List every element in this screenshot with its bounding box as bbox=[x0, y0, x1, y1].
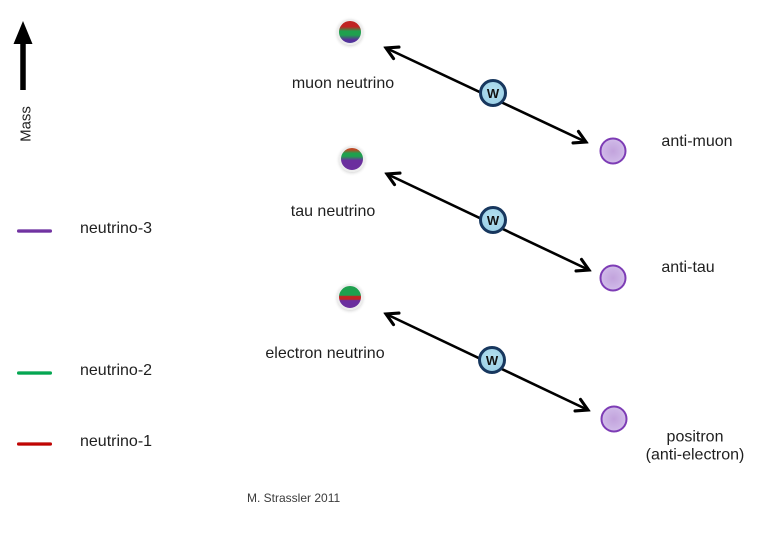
anti-muon-particle bbox=[599, 137, 627, 165]
electron-neutrino-particle bbox=[337, 284, 363, 310]
legend-label-neutrino-2: neutrino-2 bbox=[80, 361, 153, 379]
w-boson-electron: W bbox=[478, 346, 506, 374]
electron-neutrino-label: electron neutrino bbox=[265, 344, 385, 362]
mass-axis-label: Mass bbox=[17, 106, 35, 142]
w-boson-electron-letter: W bbox=[485, 352, 499, 368]
muon-neutrino-label: muon neutrino bbox=[291, 74, 395, 92]
w-boson-muon-letter: W bbox=[486, 85, 500, 101]
anti-tau-particle bbox=[599, 264, 627, 292]
anti-muon-label: anti-muon bbox=[661, 132, 733, 150]
w-boson-tau-letter: W bbox=[486, 212, 500, 228]
w-boson-tau: W bbox=[479, 206, 507, 234]
legend-label-neutrino-1: neutrino-1 bbox=[80, 432, 153, 450]
tau-neutrino-particle bbox=[339, 146, 365, 172]
mass-axis-arrow bbox=[13, 21, 33, 90]
positron-label: positron (anti-electron) bbox=[646, 429, 745, 466]
legend-label-neutrino-3: neutrino-3 bbox=[80, 219, 153, 237]
muon-neutrino-particle bbox=[337, 19, 363, 45]
positron-particle bbox=[600, 405, 628, 433]
legend-swatch-neutrino-1 bbox=[17, 442, 52, 446]
legend-swatch-neutrino-2 bbox=[17, 371, 52, 375]
positron-label-line1: positron bbox=[666, 428, 724, 446]
w-boson-muon: W bbox=[479, 79, 507, 107]
credit-text: M. Strassler 2011 bbox=[247, 491, 341, 505]
tau-neutrino-label: tau neutrino bbox=[290, 202, 376, 220]
positron-label-line2: (anti-electron) bbox=[645, 447, 745, 464]
legend-swatch-neutrino-3 bbox=[17, 229, 52, 233]
anti-tau-label: anti-tau bbox=[661, 258, 715, 276]
